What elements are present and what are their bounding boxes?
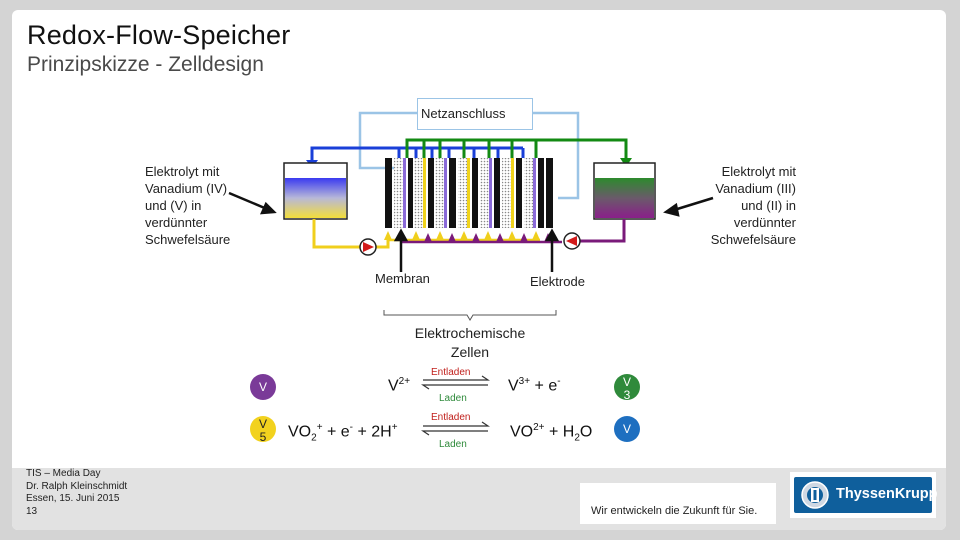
membrane-label: Membran	[375, 271, 430, 286]
left-pump	[359, 238, 377, 256]
pointer-arrows	[228, 191, 714, 272]
thyssenkrupp-logo: ThyssenKrupp	[790, 472, 938, 518]
left-electrolyte-label: Elektrolyt mit Vanadium (IV) und (V) in …	[145, 164, 231, 247]
cell-stack	[385, 158, 553, 228]
ion-v4-badge: V	[614, 416, 640, 442]
logo-wordmark: ThyssenKrupp	[836, 486, 938, 502]
electrode-label: Elektrode	[530, 274, 585, 289]
green-supply-line	[405, 138, 628, 162]
ion-v3-badge: V 3	[614, 374, 640, 402]
logo-emblem-icon	[801, 481, 829, 509]
reaction1-left: V2+	[388, 376, 411, 395]
footer-page-number: 13	[26, 506, 38, 517]
yellow-return-arrows	[384, 231, 540, 240]
right-tank-fill	[595, 178, 654, 218]
reaction2-charge-label: Laden	[439, 439, 467, 450]
reaction1-right: V3+ + e-	[508, 376, 561, 395]
grid-wires	[358, 111, 580, 200]
blue-supply-line	[310, 146, 525, 163]
footer-tagline: Wir entwickeln die Zukunft für Sie.	[580, 483, 776, 524]
reaction2-right: VO2+ + H2O	[510, 422, 593, 444]
right-electrolyte-label: Elektrolyt mit Vanadium (III) und (II) i…	[710, 164, 796, 247]
ion-v2-badge: V	[250, 374, 276, 400]
footer-event: TIS – Media Day	[26, 468, 101, 479]
left-tank-fill	[285, 178, 346, 218]
yellow-return-line	[312, 219, 360, 249]
grid-connection-box: Netzanschluss	[417, 98, 533, 130]
footer-date: Essen, 15. Juni 2015	[26, 493, 120, 504]
cells-label: Elektrochemische Zellen	[414, 325, 526, 360]
slide: Redox-Flow-Speicher Prinzipskizze - Zell…	[12, 10, 946, 530]
footer-author: Dr. Ralph Kleinschmidt	[26, 481, 128, 492]
purple-return-line	[578, 219, 626, 243]
page-title: Redox-Flow-Speicher	[27, 20, 291, 50]
reaction2-discharge-label: Entladen	[431, 412, 471, 423]
right-pump	[563, 232, 581, 250]
reaction1-discharge-label: Entladen	[431, 367, 471, 378]
equilibrium-arrows	[421, 375, 490, 436]
grid-connection-label: Netzanschluss	[421, 106, 506, 121]
page-subtitle: Prinzipskizze - Zelldesign	[27, 53, 264, 76]
redox-flow-diagram	[228, 111, 714, 436]
ion-v5-badge: V 5	[250, 416, 276, 444]
reaction1-charge-label: Laden	[439, 393, 467, 404]
reaction2-left: VO2+ + e- + 2H+	[288, 422, 398, 444]
cells-brace	[383, 310, 557, 321]
